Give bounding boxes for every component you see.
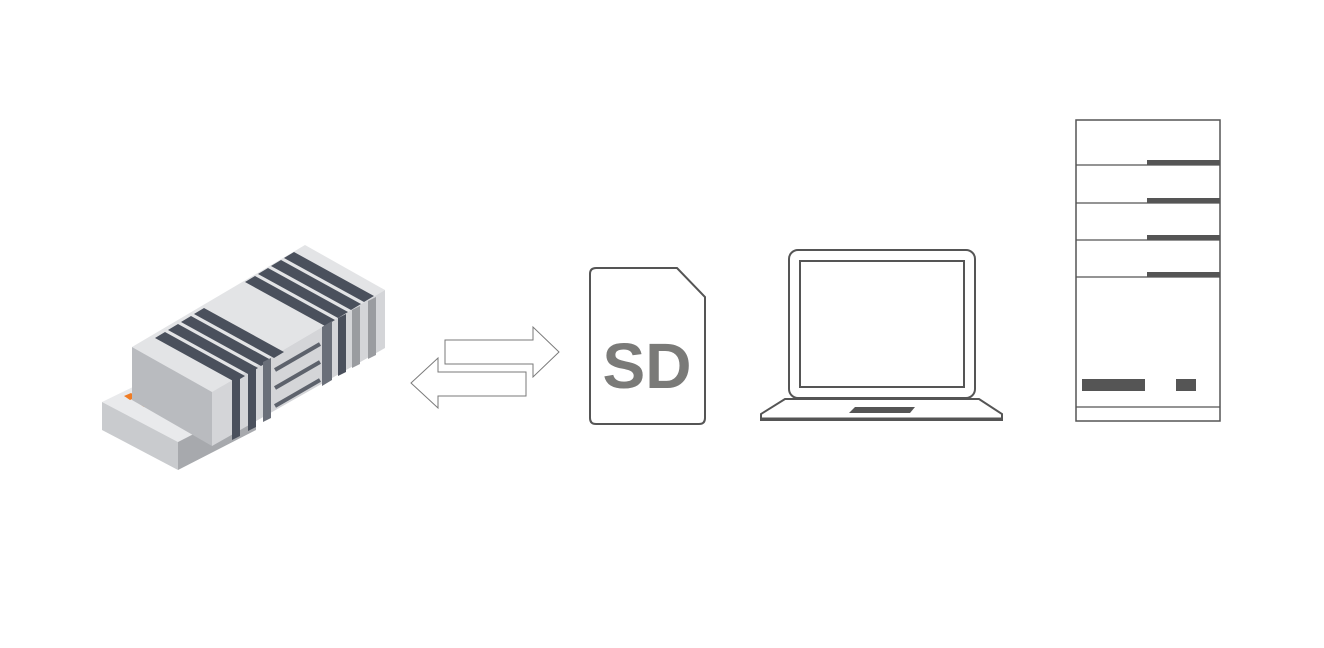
band	[338, 314, 346, 376]
arrow-right-icon	[444, 325, 560, 379]
top-stripes	[155, 252, 374, 382]
laptop-touchpad	[849, 407, 915, 413]
side-bands	[232, 297, 376, 440]
band	[248, 367, 256, 431]
slot-line	[273, 360, 322, 390]
band	[263, 358, 271, 422]
slot-line	[273, 342, 322, 372]
stripe	[271, 260, 361, 310]
stripe	[181, 316, 271, 366]
bay-handle	[1147, 235, 1220, 240]
sd-card-outline	[589, 267, 706, 425]
sd-card-icon: SD	[589, 267, 706, 425]
bay-handles	[1147, 160, 1220, 277]
laptop-icon	[760, 249, 1003, 421]
arrow-left-icon	[410, 356, 527, 410]
sd-card-label: SD	[603, 330, 692, 402]
server-power-button	[1176, 379, 1196, 391]
base-left	[102, 402, 178, 470]
server-case	[1075, 119, 1221, 422]
stripe	[194, 308, 284, 358]
laptop-screen	[799, 260, 965, 388]
slot-line	[273, 378, 322, 408]
drive-slots	[273, 342, 322, 408]
band	[352, 306, 360, 368]
server-drive-slot	[1082, 379, 1145, 391]
server-tower-icon	[1075, 119, 1221, 422]
band	[368, 297, 376, 359]
bidirectional-arrows-icon	[410, 325, 560, 410]
body-left	[132, 347, 212, 446]
stripe	[155, 332, 245, 382]
stripe	[245, 276, 335, 326]
band	[322, 321, 332, 386]
stripe	[168, 324, 258, 374]
data-logger-device-icon	[102, 245, 385, 470]
stripe	[284, 252, 374, 302]
bay-handle	[1147, 160, 1220, 165]
bay-handle	[1147, 198, 1220, 203]
band	[232, 376, 240, 440]
stripe	[258, 268, 348, 318]
bay-handle	[1147, 272, 1220, 277]
